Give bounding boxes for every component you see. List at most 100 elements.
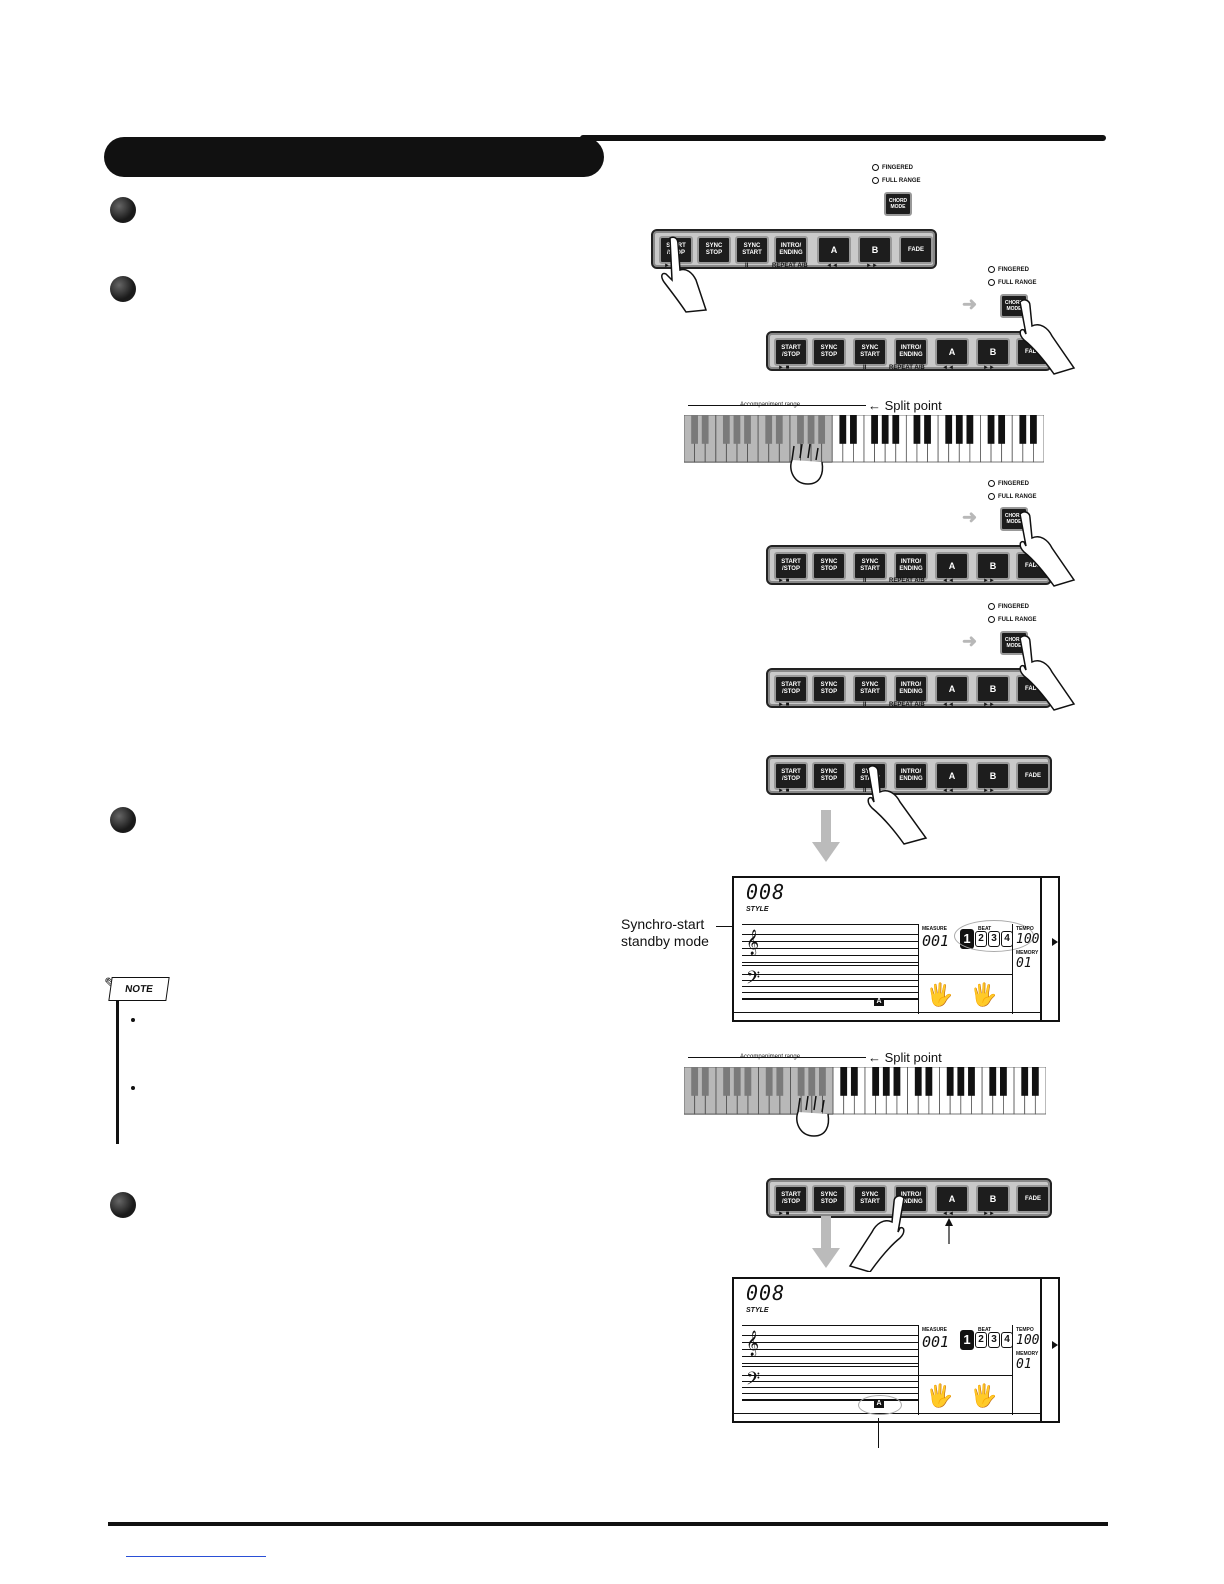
left-hand-icon: 🖐 bbox=[926, 982, 954, 1007]
a-button[interactable]: A bbox=[935, 762, 969, 790]
black-key bbox=[989, 1067, 997, 1096]
black-key bbox=[733, 415, 741, 444]
treble-clef-icon: 𝄞 bbox=[746, 930, 760, 955]
beat-indicator: 1 2 3 4 bbox=[960, 1330, 1013, 1350]
lcd-display-2: 008 STYLE 𝄞 𝄢 A MEASURE 001 BEAT 1 2 3 4… bbox=[732, 1277, 1060, 1423]
black-key bbox=[818, 415, 826, 444]
lcd-bottom-line bbox=[734, 1012, 1040, 1013]
note-badge: NOTE bbox=[108, 977, 170, 1001]
a-button[interactable]: A bbox=[935, 675, 969, 703]
a-button[interactable]: A bbox=[935, 338, 969, 366]
lcd-divider bbox=[918, 1325, 919, 1415]
sync-stop-button[interactable]: SYNC STOP bbox=[812, 552, 846, 580]
start-stop-button[interactable]: START /STOP bbox=[774, 552, 808, 580]
play-stop-label: ► ■ bbox=[778, 578, 790, 584]
lcd-side-pointer-icon bbox=[1052, 1341, 1058, 1349]
black-key bbox=[722, 415, 730, 444]
measure-label: MEASURE bbox=[922, 1327, 948, 1333]
sync-start-button[interactable]: SYNC START bbox=[853, 338, 887, 366]
b-button[interactable]: B bbox=[976, 762, 1010, 790]
b-button[interactable]: B bbox=[858, 236, 892, 264]
sync-stop-button[interactable]: SYNC STOP bbox=[812, 338, 846, 366]
play-stop-label: ► ■ bbox=[664, 263, 676, 269]
sync-start-button[interactable]: SYNC START bbox=[853, 552, 887, 580]
fade-button[interactable]: FADE bbox=[1016, 1185, 1050, 1213]
start-stop-button[interactable]: START /STOP bbox=[774, 762, 808, 790]
gray-arrow-down-icon bbox=[812, 1216, 840, 1268]
button-panel-1: START /STOP SYNC STOP SYNC START INTRO/ … bbox=[651, 229, 937, 269]
black-key bbox=[691, 1067, 699, 1096]
step-bullet-1 bbox=[110, 197, 136, 223]
sync-stop-button[interactable]: SYNC STOP bbox=[697, 236, 731, 264]
treble-staff bbox=[742, 1335, 918, 1367]
black-key bbox=[701, 415, 709, 444]
sync-stop-button[interactable]: SYNC STOP bbox=[812, 762, 846, 790]
measure-value: 001 bbox=[922, 932, 950, 950]
fade-button[interactable]: FADE bbox=[899, 236, 933, 264]
a-button[interactable]: A bbox=[935, 1185, 969, 1213]
beat-label: BEAT bbox=[978, 1327, 992, 1333]
b-button[interactable]: B bbox=[976, 1185, 1010, 1213]
black-key bbox=[957, 1067, 965, 1096]
section-highlight-ellipse bbox=[858, 1395, 902, 1415]
intro-ending-button[interactable]: INTRO/ ENDING bbox=[894, 552, 928, 580]
start-stop-button[interactable]: START /STOP bbox=[774, 675, 808, 703]
a-button[interactable]: A bbox=[817, 236, 851, 264]
black-key bbox=[819, 1067, 826, 1096]
gray-arrow-right-icon: ➜ bbox=[962, 294, 978, 314]
hands-divider bbox=[918, 974, 1012, 975]
black-key bbox=[924, 415, 931, 444]
rewind-label: ◄◄ bbox=[942, 365, 954, 371]
treble-staff bbox=[742, 934, 918, 966]
intro-ending-button[interactable]: INTRO/ ENDING bbox=[894, 762, 928, 790]
intro-ending-button[interactable]: INTRO/ ENDING bbox=[774, 236, 808, 264]
black-key bbox=[1000, 1067, 1007, 1096]
chord-mode-leds-2: FINGERED FULL RANGE bbox=[988, 266, 1037, 286]
sync-start-button[interactable]: SYNC START bbox=[853, 1185, 887, 1213]
start-stop-button[interactable]: START /STOP bbox=[774, 1185, 808, 1213]
start-stop-button[interactable]: START /STOP bbox=[774, 338, 808, 366]
beat-highlight-ellipse bbox=[954, 920, 1034, 952]
chord-mode-leds-1: FINGERED FULL RANGE bbox=[872, 164, 921, 184]
black-key bbox=[723, 1067, 730, 1096]
tempo-divider bbox=[1012, 1325, 1013, 1415]
intro-ending-button[interactable]: INTRO/ ENDING bbox=[894, 675, 928, 703]
sync-stop-button[interactable]: SYNC STOP bbox=[812, 1185, 846, 1213]
black-key bbox=[797, 1067, 805, 1096]
staff-top-line bbox=[742, 924, 918, 925]
memory-label: MEMORY bbox=[1016, 950, 1039, 956]
b-button[interactable]: B bbox=[976, 338, 1010, 366]
black-key bbox=[881, 415, 889, 444]
chord-mode-button[interactable]: CHORD MODE bbox=[884, 192, 912, 216]
intro-ending-button[interactable]: INTRO/ ENDING bbox=[894, 338, 928, 366]
split-point-label: ← Split point bbox=[868, 1050, 942, 1065]
sync-start-button[interactable]: SYNC START bbox=[735, 236, 769, 264]
hand-pressing-chord-mode-icon bbox=[1019, 299, 1076, 375]
black-key bbox=[966, 415, 974, 444]
step-bullet-4 bbox=[110, 1192, 136, 1218]
black-key bbox=[850, 415, 857, 444]
chord-mode-leds-3: FINGERED FULL RANGE bbox=[988, 480, 1037, 500]
footer-rule bbox=[108, 1522, 1108, 1526]
a-button[interactable]: A bbox=[935, 552, 969, 580]
b-button[interactable]: B bbox=[976, 675, 1010, 703]
b-button[interactable]: B bbox=[976, 552, 1010, 580]
sync-start-button[interactable]: SYNC START bbox=[853, 675, 887, 703]
range-bracket-line bbox=[688, 1057, 866, 1058]
black-key bbox=[955, 415, 963, 444]
fade-button[interactable]: FADE bbox=[1016, 762, 1050, 790]
lcd-divider bbox=[918, 924, 919, 1014]
sync-stop-button[interactable]: SYNC STOP bbox=[812, 675, 846, 703]
black-key bbox=[850, 1067, 858, 1096]
memory-value: 01 bbox=[1016, 1357, 1032, 1372]
repeat-ab-label: REPEAT A/B bbox=[889, 365, 925, 371]
forward-label: ►► bbox=[983, 1211, 995, 1217]
black-key bbox=[839, 415, 847, 444]
rewind-label: ◄◄ bbox=[942, 788, 954, 794]
black-key bbox=[925, 1067, 933, 1096]
chord-mode-leds-4: FINGERED FULL RANGE bbox=[988, 603, 1037, 623]
rewind-label: ◄◄ bbox=[942, 702, 954, 708]
bass-clef-icon: 𝄢 bbox=[746, 968, 761, 993]
treble-clef-icon: 𝄞 bbox=[746, 1331, 760, 1356]
black-key bbox=[733, 1067, 741, 1096]
